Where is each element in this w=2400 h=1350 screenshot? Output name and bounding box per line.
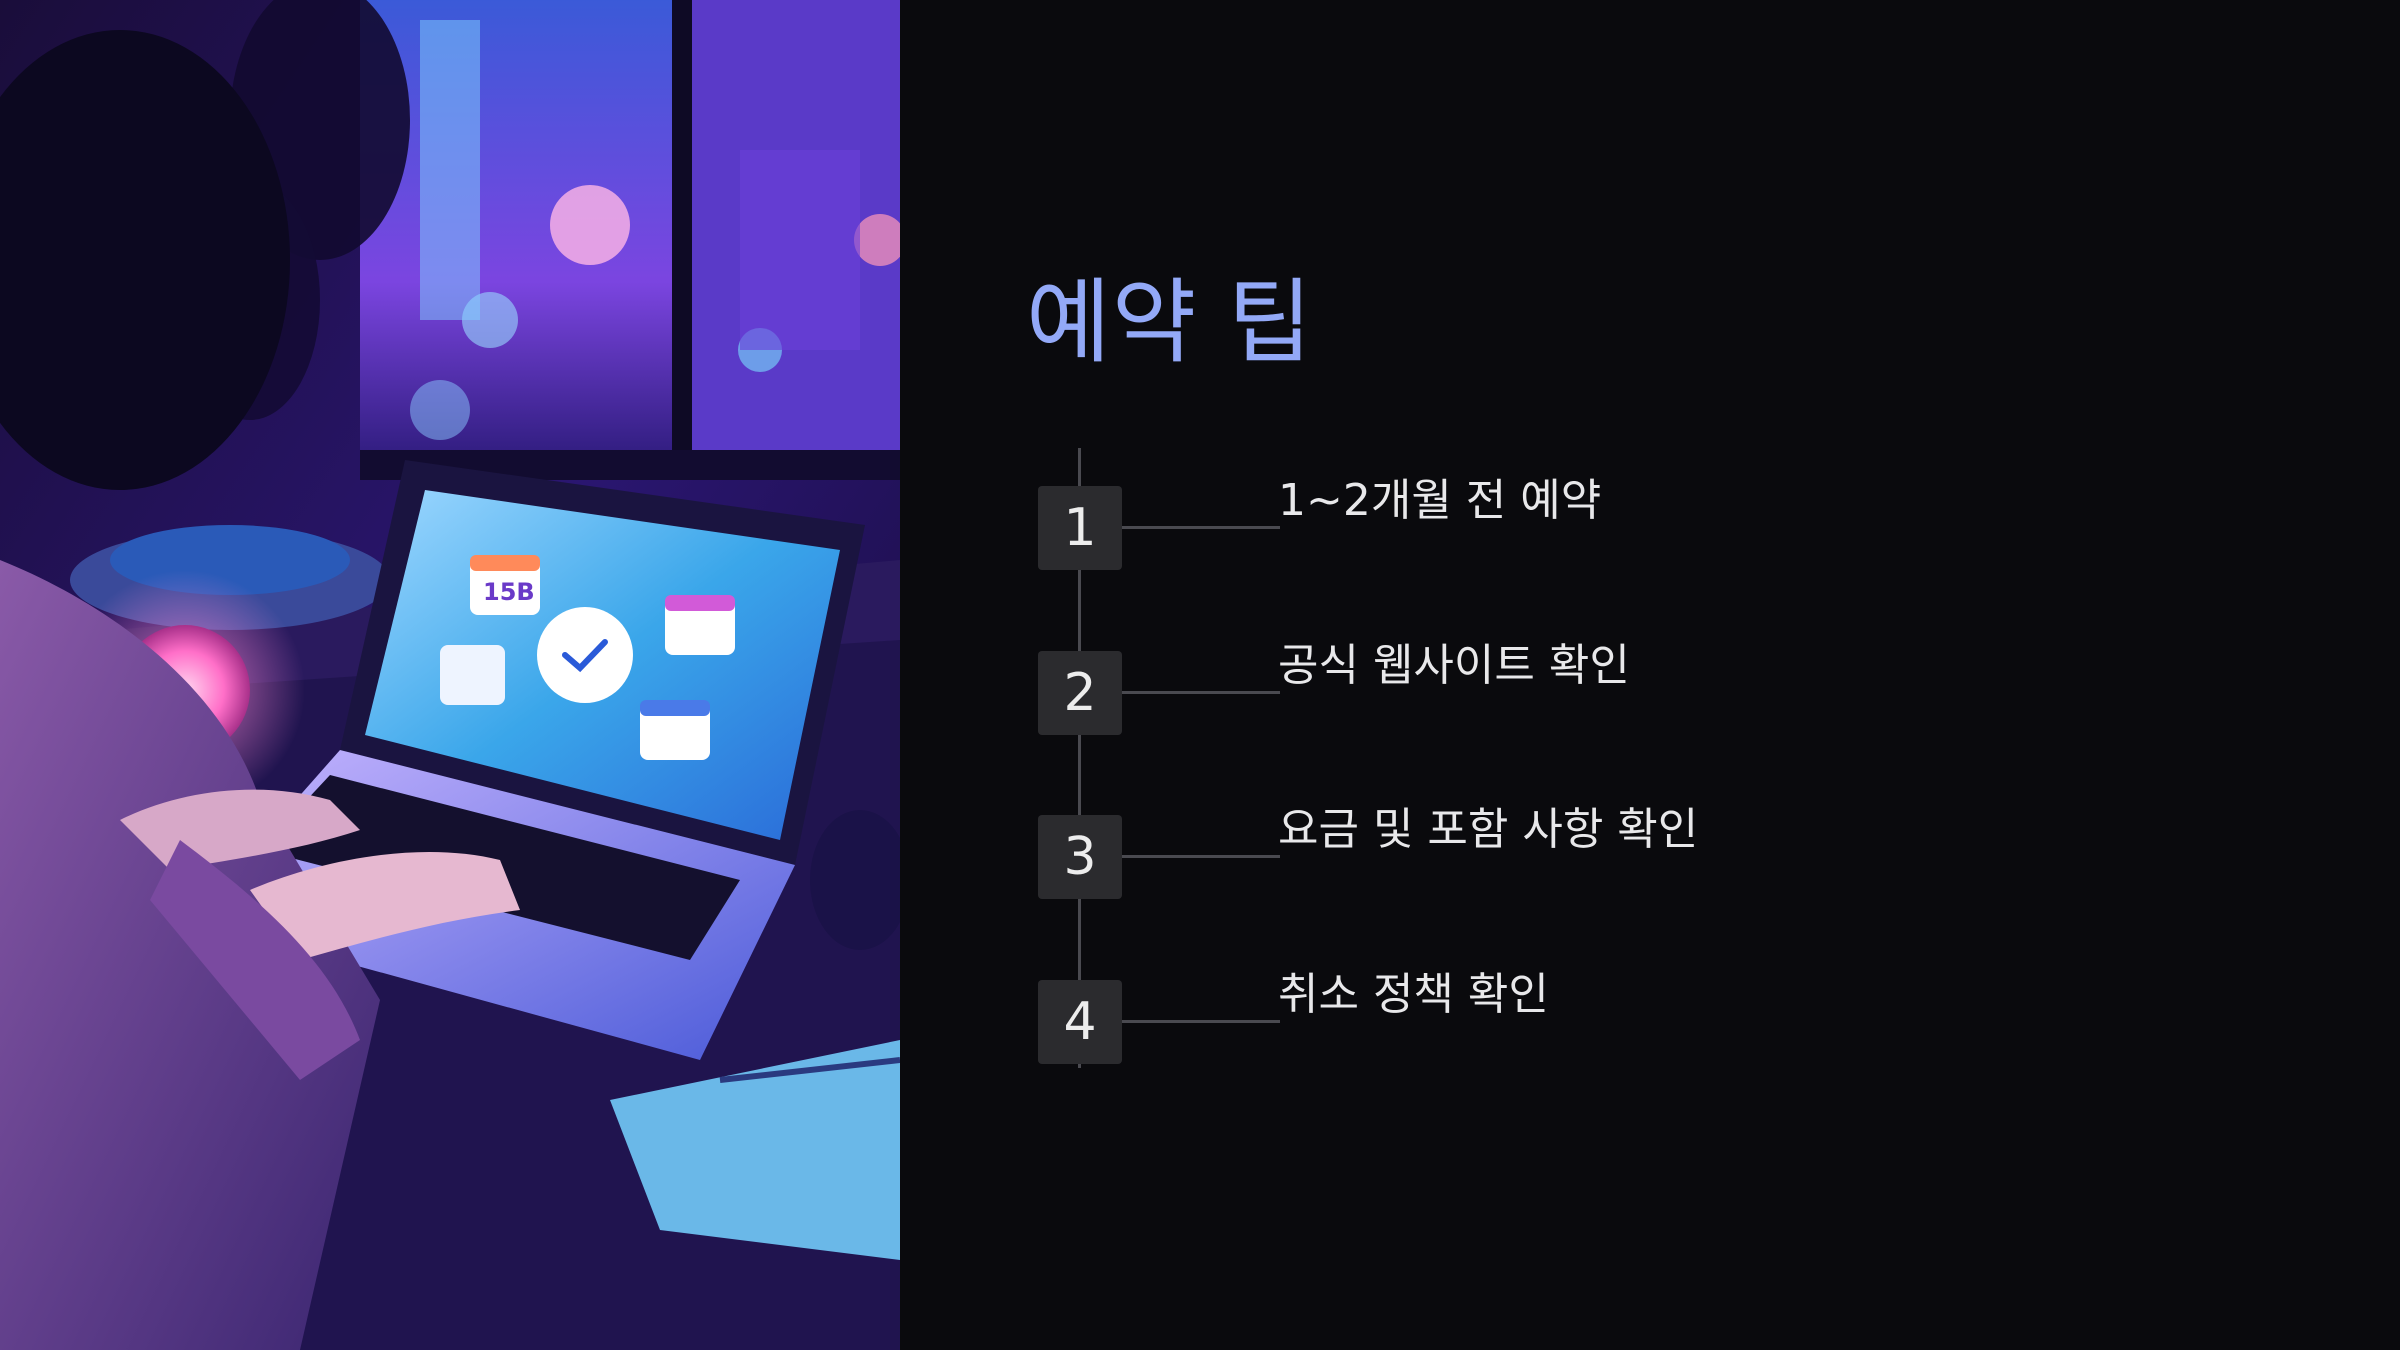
step-item: 3 요금 및 포함 사항 확인: [1038, 804, 1938, 899]
step-connector: [1122, 855, 1280, 858]
step-connector: [1122, 526, 1280, 529]
step-number-box: 1: [1038, 486, 1122, 570]
calendar-icon-group: 15B: [440, 555, 735, 760]
step-item: 2 공식 웹사이트 확인: [1038, 640, 1938, 735]
step-item: 1 1~2개월 전 예약: [1038, 475, 1938, 570]
step-label: 1~2개월 전 예약: [1278, 475, 1602, 526]
step-connector: [1122, 691, 1280, 694]
calendar-number: 15B: [483, 578, 535, 606]
slide-title: 예약 팁: [1026, 269, 1314, 376]
step-number-box: 4: [1038, 980, 1122, 1064]
step-item: 4 취소 정책 확인: [1038, 969, 1938, 1064]
person-laptop-illustration: 15B: [0, 0, 900, 1350]
step-number-box: 2: [1038, 651, 1122, 735]
step-label: 공식 웹사이트 확인: [1278, 640, 1630, 691]
step-label: 취소 정책 확인: [1278, 969, 1549, 1020]
step-connector: [1122, 1020, 1280, 1023]
timeline-line: [1078, 448, 1081, 1068]
step-label: 요금 및 포함 사항 확인: [1278, 804, 1699, 855]
booking-photo: 15B: [0, 0, 900, 1350]
step-number-box: 3: [1038, 815, 1122, 899]
